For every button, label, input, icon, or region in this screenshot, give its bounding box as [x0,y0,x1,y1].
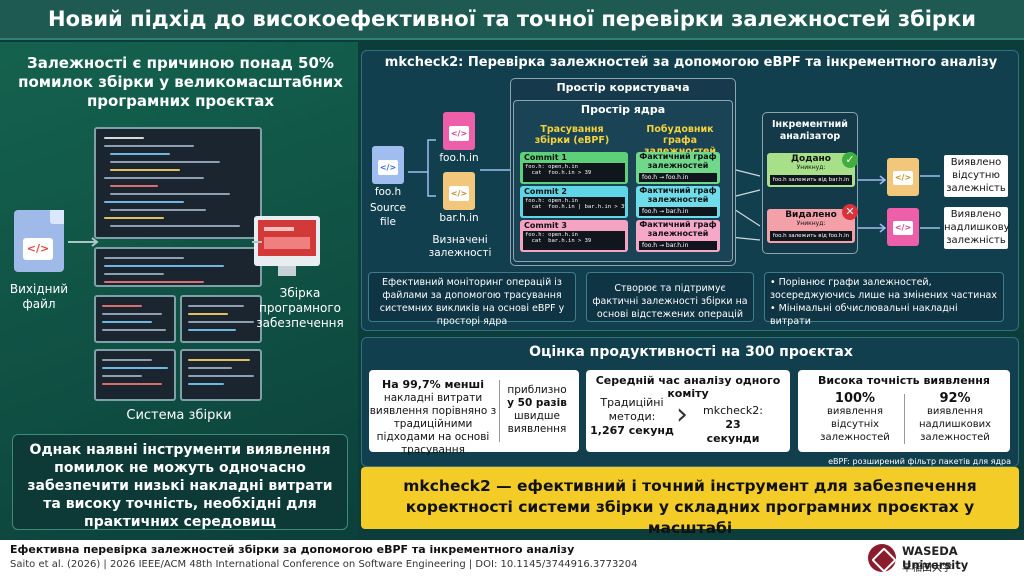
added-head: Додано [791,154,831,164]
commit-name: Commit 1 [524,153,567,162]
performance-title: Оцінка продуктивності на 300 проєктах [529,344,853,360]
code-screen [94,295,176,343]
removed-box: Видалено Уникнуд: foo.h залежить від foo… [767,209,855,243]
removed-sub: Уникнуд: [796,220,826,227]
kernel-space-title: Простір ядра [580,103,666,116]
university-name-jp: 早稲田大学 [902,563,952,574]
source-file-icon: </> [372,146,404,184]
removed-body: foo.h залежить від foo.h.in [770,231,852,241]
missing-accuracy: 100% виявлення відсутніх залежностей [820,391,890,443]
graph-title: Фактичний граф залежностей [639,186,717,204]
commit-card: Commit 1 foo.h: open,h.in cat foo.h.in >… [520,152,628,184]
graph-edge: foo.h → bar.h.in [639,207,717,216]
source-file-icon: </> [14,210,64,272]
analyzer-point: Мінімальні обчислювальні накладні витрат… [770,302,998,328]
ebpf-description: Ефективний моніторинг операцій із файлам… [368,272,576,327]
overhead-highlight: На 99,7% менші [382,378,484,391]
graph-builder-description: Створює та підтримує фактичні залежності… [586,272,754,322]
source-label-2: file [380,216,396,228]
page-title: Новий підхід до високоефективної та точн… [48,7,976,31]
dependency-graph-card: Фактичний граф залежностей foo.h → bar.h… [636,186,720,218]
code-screen [94,247,262,287]
code-screen [180,295,262,343]
footer: Ефективна перевірка залежностей збірки з… [0,540,1024,576]
source-file-label: Вихідний файл [9,282,69,311]
redundant-dependency-label: Виявлено надлишкову залежність [944,207,1010,249]
citation: Saito et al. (2026) | 2026 IEEE/ACM 48th… [10,559,638,570]
accuracy-card: Висока точність виявлення 100% виявлення… [798,370,1010,452]
source-label-1: Source [369,202,407,214]
user-space-title: Простір користувача [556,81,690,94]
commit-card: Commit 3 foo.h: open.h.in cat bar.h.in >… [520,220,628,252]
avg-time-title: Середній час аналізу одного коміту [595,374,781,400]
graph-title: Фактичний граф залежностей [639,220,717,238]
analyzer-point: Порівнює графи залежностей, зосереджуючи… [770,276,998,302]
title-banner: Новий підхід до високоефективної та точн… [0,0,1024,40]
conclusion-banner: mkcheck2 — ефективний і точний інструмен… [361,467,1019,537]
declared-file-2: bar.h.in [439,212,479,224]
added-box: Додано Уникнуд: foo.h залежить від bar.h… [767,153,855,187]
graph-edge: foo.h → bar.h.in [639,241,717,250]
missing-dependency-label: Виявлено відсутню залежність [944,155,1008,197]
university-logo-icon [868,544,896,572]
commit-name: Commit 3 [524,221,567,230]
university-name: WASEDA University [902,544,969,572]
left-headline: Залежності є причиною понад 50% помилок … [18,54,343,110]
incremental-title: Інкрементний аналізатор [772,119,848,142]
commit-name: Commit 2 [524,187,567,196]
missing-dependency-file-icon: </> [887,158,919,196]
trace-column-header: Трасування збірки (eBPF) [534,124,610,146]
removed-head: Видалено [785,210,837,220]
chevron-right-icon: › [676,397,688,432]
redundant-accuracy: 92% виявлення надлишкових залежностей [918,391,992,443]
accuracy-title: Висока точність виявлення [818,374,990,387]
overhead-desc: накладні витрати виявлення порівняно з т… [369,392,497,456]
graph-edge: foo.h → foo.h.in [639,173,717,182]
paper-title: Ефективна перевірка залежностей збірки з… [10,543,575,556]
added-sub: Уникнуд: [796,164,826,171]
commit-card: Commit 2 foo.h: open.h.in cat foo.h.in |… [520,186,628,218]
traditional-time: Традиційні методи: 1,267 секунд [590,396,674,437]
left-arrows [68,237,262,247]
diagram-title: mkcheck2: Перевірка залежностей за допом… [384,55,998,70]
graph-title: Фактичний граф залежностей [639,152,717,170]
declared-file-icon: </> [443,172,475,210]
build-system-label: Система збірки [126,408,232,423]
analyzer-description: Порівнює графи залежностей, зосереджуючи… [764,272,1004,327]
graph-column-header: Побудовник графа залежностей [644,124,716,157]
check-icon: ✓ [842,152,858,168]
left-panel: Залежності є причиною понад 50% помилок … [0,42,358,540]
monitor-icon [254,216,320,276]
commit-code: foo.h: open.h.in cat bar.h.in > 39 [523,231,625,250]
code-screen [94,127,262,239]
code-screen [180,349,262,401]
faster-text: приблизно у 50 разів швидше виявлення [507,384,567,435]
limitation-note: Однак наявні інструменти виявлення помил… [12,434,348,530]
mkcheck2-time: mkcheck2: 23 секунди [703,404,763,445]
declared-file-icon: </> [443,112,475,150]
cross-icon: ✕ [842,204,858,220]
commit-code: foo.h: open,h.in cat foo.h.in > 39 [523,163,625,182]
commit-code: foo.h: open.h.in cat foo.h.in | bar.h.in… [523,197,625,216]
source-file-name: foo.h [374,186,402,198]
overhead-card: На 99,7% менші накладні витрати виявленн… [369,370,579,456]
overhead-text: На 99,7% менші накладні витрати виявленн… [369,378,497,457]
code-screen [94,349,176,401]
redundant-dependency-file-icon: </> [887,208,919,246]
faster-highlight: у 50 разів [507,397,567,409]
declared-deps-label: Визначені залежності [428,234,492,259]
added-body: foo.h залежить від bar.h.in [770,175,852,185]
software-build-label: Збірка програмного забезпечення [256,286,344,330]
incremental-analyzer: Інкрементний аналізатор Додано Уникнуд: … [762,112,858,254]
dependency-graph-card: Фактичний граф залежностей foo.h → bar.h… [636,220,720,252]
declared-file-1: foo.h.in [439,152,479,164]
dependency-graph-card: Фактичний граф залежностей foo.h → foo.h… [636,152,720,184]
avg-time-card: Середній час аналізу одного коміту Тради… [586,370,790,452]
